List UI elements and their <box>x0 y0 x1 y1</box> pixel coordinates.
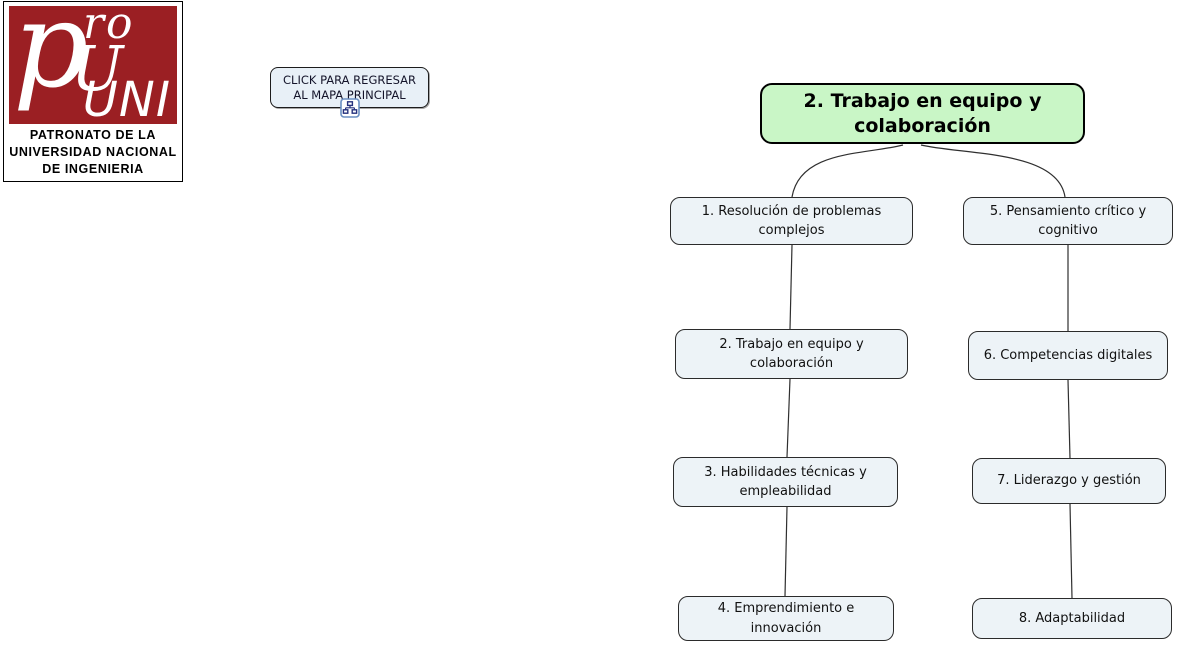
concept-node-1[interactable]: 1. Resolución de problemas complejos <box>670 197 913 245</box>
logo-caption-line: PATRONATO DE LA <box>29 128 157 142</box>
logo-letter-p: p <box>13 6 89 114</box>
logo-letters-uni: UNI <box>82 72 171 124</box>
logo-ghost-u: U <box>71 32 124 105</box>
concept-node-5[interactable]: 5. Pensamiento crítico y cognitivo <box>963 197 1173 245</box>
logo-letters-ro: ro <box>83 6 135 49</box>
concept-node-root[interactable]: 2. Trabajo en equipo y colaboración <box>760 83 1085 144</box>
concept-node-3[interactable]: 3. Habilidades técnicas y empleabilidad <box>673 457 898 507</box>
linked-map-icon[interactable] <box>339 98 360 118</box>
logo-caption: PATRONATO DE LA UNIVERSIDAD NACIONAL DE … <box>4 127 182 178</box>
logo-caption-line: UNIVERSIDAD NACIONAL <box>9 145 177 159</box>
prouni-logo: U p ro UNI PATRONATO DE LA UNIVERSIDAD N… <box>3 1 183 182</box>
concept-node-8[interactable]: 8. Adaptabilidad <box>972 598 1172 639</box>
back-button-label-line1: CLICK PARA REGRESAR <box>283 72 416 87</box>
back-button-label-line2: AL MAPA PRINCIPAL <box>293 87 406 102</box>
concept-node-4[interactable]: 4. Emprendimiento e innovación <box>678 596 894 641</box>
concept-node-6[interactable]: 6. Competencias digitales <box>968 331 1168 380</box>
concept-node-2[interactable]: 2. Trabajo en equipo y colaboración <box>675 329 908 379</box>
prouni-logo-mark: U p ro UNI <box>9 6 177 124</box>
back-to-main-map-button[interactable]: CLICK PARA REGRESAR AL MAPA PRINCIPAL <box>270 67 429 118</box>
logo-caption-line: DE INGENIERIA <box>42 162 144 176</box>
concept-node-7[interactable]: 7. Liderazgo y gestión <box>972 458 1166 504</box>
